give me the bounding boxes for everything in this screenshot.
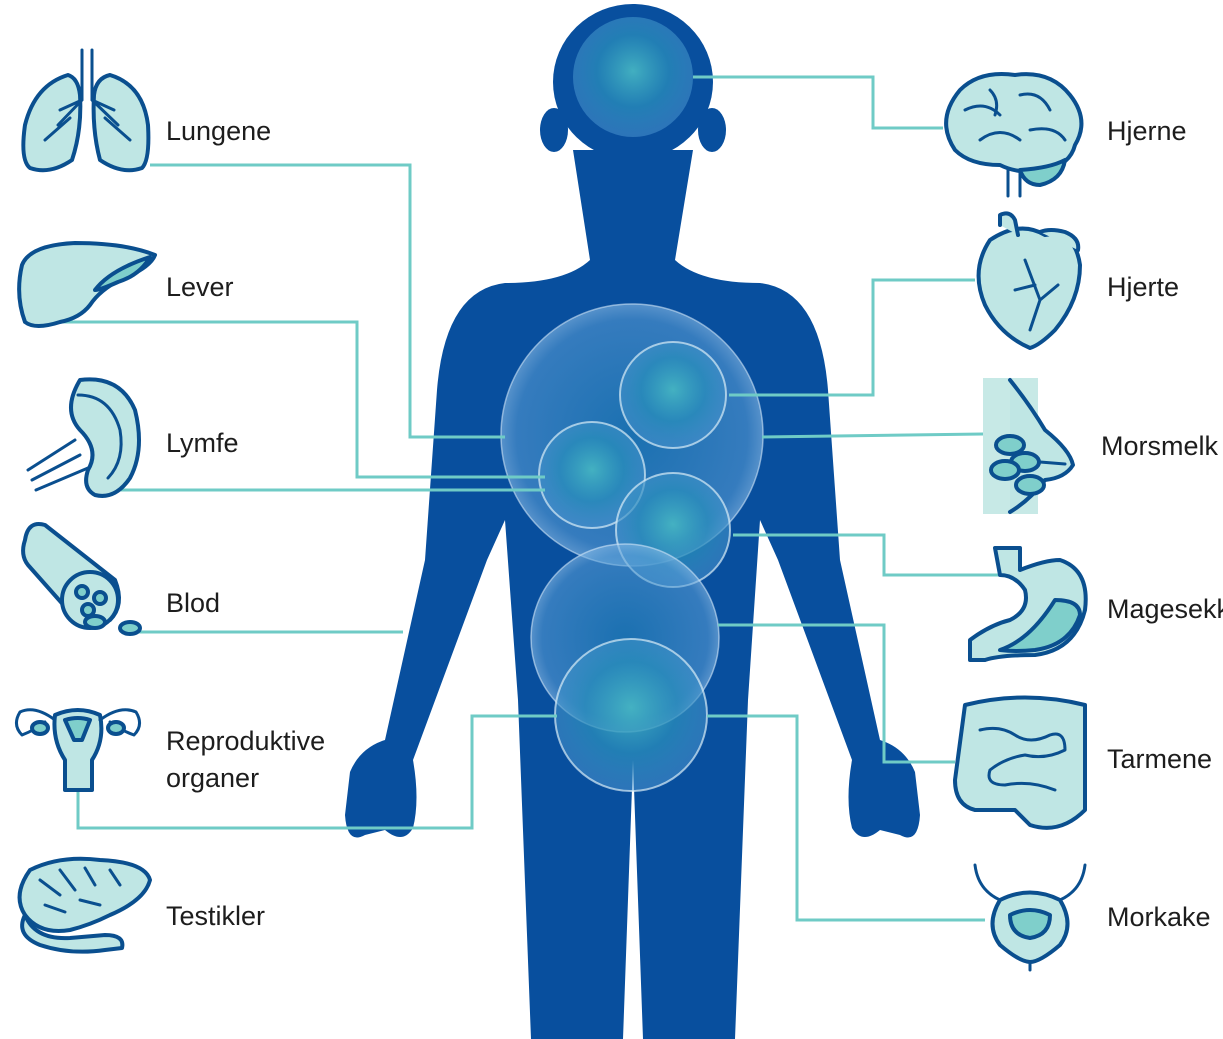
brain-icon <box>946 74 1081 196</box>
placenta-icon <box>975 865 1085 970</box>
brain-highlight <box>573 17 693 137</box>
uterus-icon <box>16 710 139 790</box>
label-lymph: Lymfe <box>166 428 239 458</box>
pelvis-highlight <box>555 639 707 791</box>
label-reproductive-line1: Reproduktive <box>166 726 325 756</box>
label-breast-milk: Morsmelk <box>1101 431 1219 461</box>
lymph-node-icon <box>28 379 139 496</box>
label-intestines: Tarmene <box>1107 744 1212 774</box>
label-blood: Blod <box>166 588 220 618</box>
label-heart: Hjerte <box>1107 272 1179 302</box>
liver-icon <box>19 243 155 326</box>
stomach-icon <box>970 548 1086 660</box>
pancreas-icon <box>20 859 150 952</box>
breast-icon <box>983 378 1073 514</box>
connector-placenta <box>707 716 985 920</box>
label-stomach: Magesekk <box>1107 594 1223 624</box>
blood-vessel-icon <box>23 524 140 634</box>
label-placenta: Morkake <box>1107 902 1211 932</box>
label-testicles: Testikler <box>166 901 265 931</box>
label-reproductive-line2: organer <box>166 763 259 793</box>
heart-highlight <box>620 342 726 448</box>
label-brain: Hjerne <box>1107 116 1187 146</box>
intestines-icon <box>955 698 1085 828</box>
connector-brain <box>693 77 943 128</box>
label-lungs: Lungene <box>166 116 271 146</box>
lungs-icon <box>23 50 148 170</box>
label-liver: Lever <box>166 272 234 302</box>
heart-icon <box>979 213 1080 348</box>
